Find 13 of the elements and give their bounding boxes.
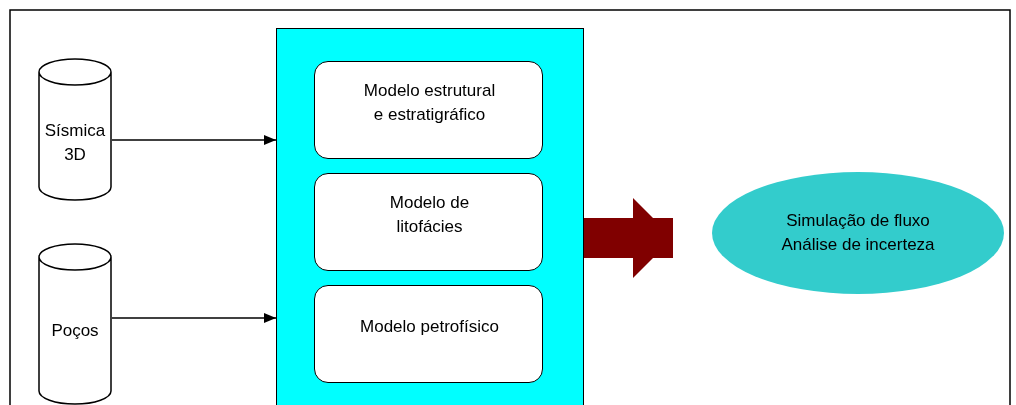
node-label: Simulação de fluxo Análise de incerteza	[780, 210, 936, 256]
process-box	[314, 61, 543, 159]
process-box	[314, 285, 543, 383]
arrow	[111, 135, 277, 145]
node-label: Poços	[50, 320, 100, 342]
node-label: Modelo estrutural e estratigráfico	[362, 80, 497, 126]
node-label: Sísmica 3D	[43, 119, 107, 166]
arrow	[111, 313, 277, 323]
block-arrow	[584, 198, 673, 278]
group-panel	[276, 28, 584, 405]
process-box	[314, 173, 543, 271]
node-label: Modelo de litofácies	[388, 192, 471, 238]
node-label: Modelo petrofísico	[359, 316, 500, 338]
